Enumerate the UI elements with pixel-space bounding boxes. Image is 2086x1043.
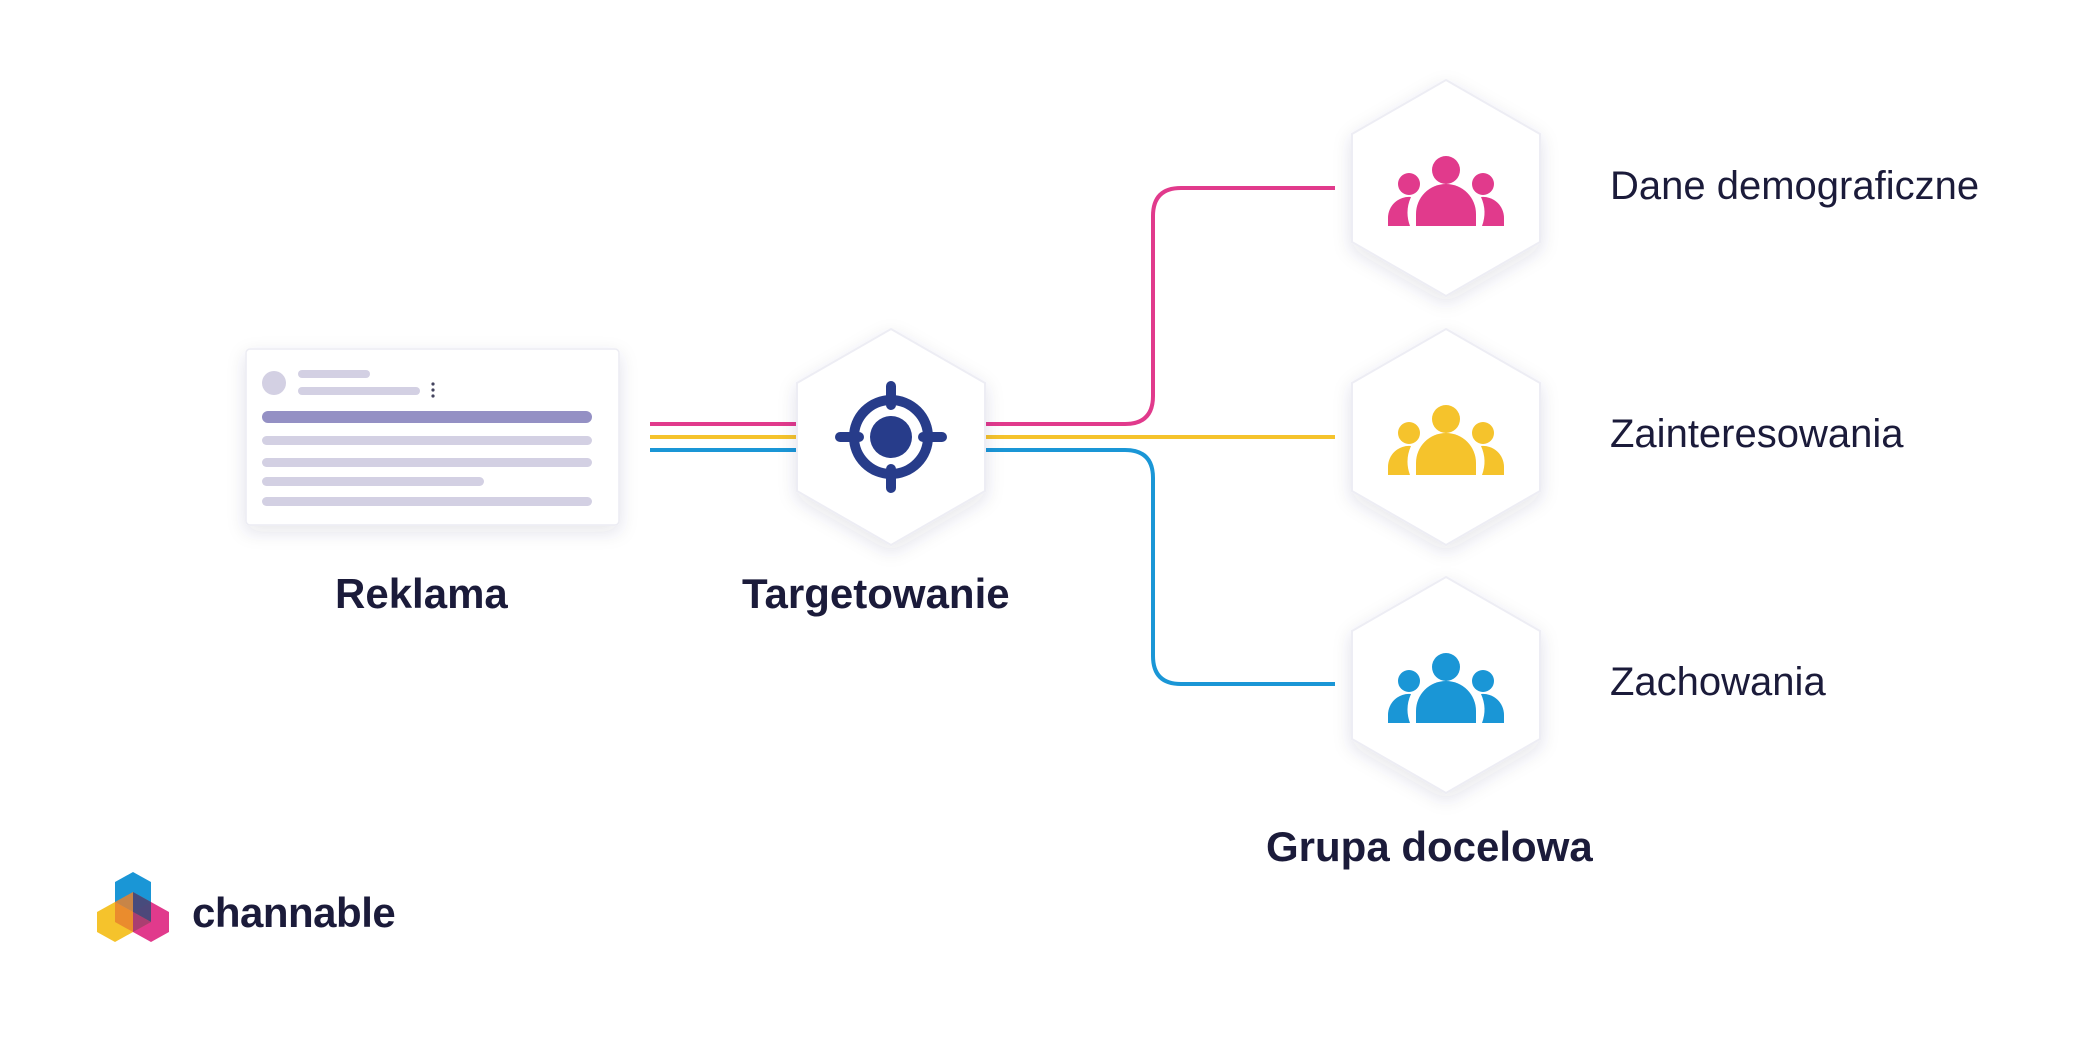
targeting-label: Targetowanie — [742, 570, 1010, 617]
brand-name: channable — [192, 889, 396, 936]
connector-magenta — [650, 186, 1335, 426]
behaviors-label: Zachowania — [1610, 660, 1826, 704]
ad-card-icon — [245, 348, 620, 526]
audience-node-demographics — [1351, 78, 1541, 298]
crosshair-icon — [835, 381, 947, 493]
interests-label: Zainteresowania — [1610, 412, 1904, 456]
connector-blue — [650, 448, 1335, 686]
channable-logo-icon — [97, 872, 169, 942]
targeting-node — [796, 327, 986, 547]
ad-label: Reklama — [335, 570, 508, 617]
audience-node-behaviors — [1351, 575, 1541, 795]
audience-node-interests — [1351, 327, 1541, 547]
demographics-label: Dane demograficzne — [1610, 164, 1980, 208]
audience-label: Grupa docelowa — [1266, 823, 1593, 870]
